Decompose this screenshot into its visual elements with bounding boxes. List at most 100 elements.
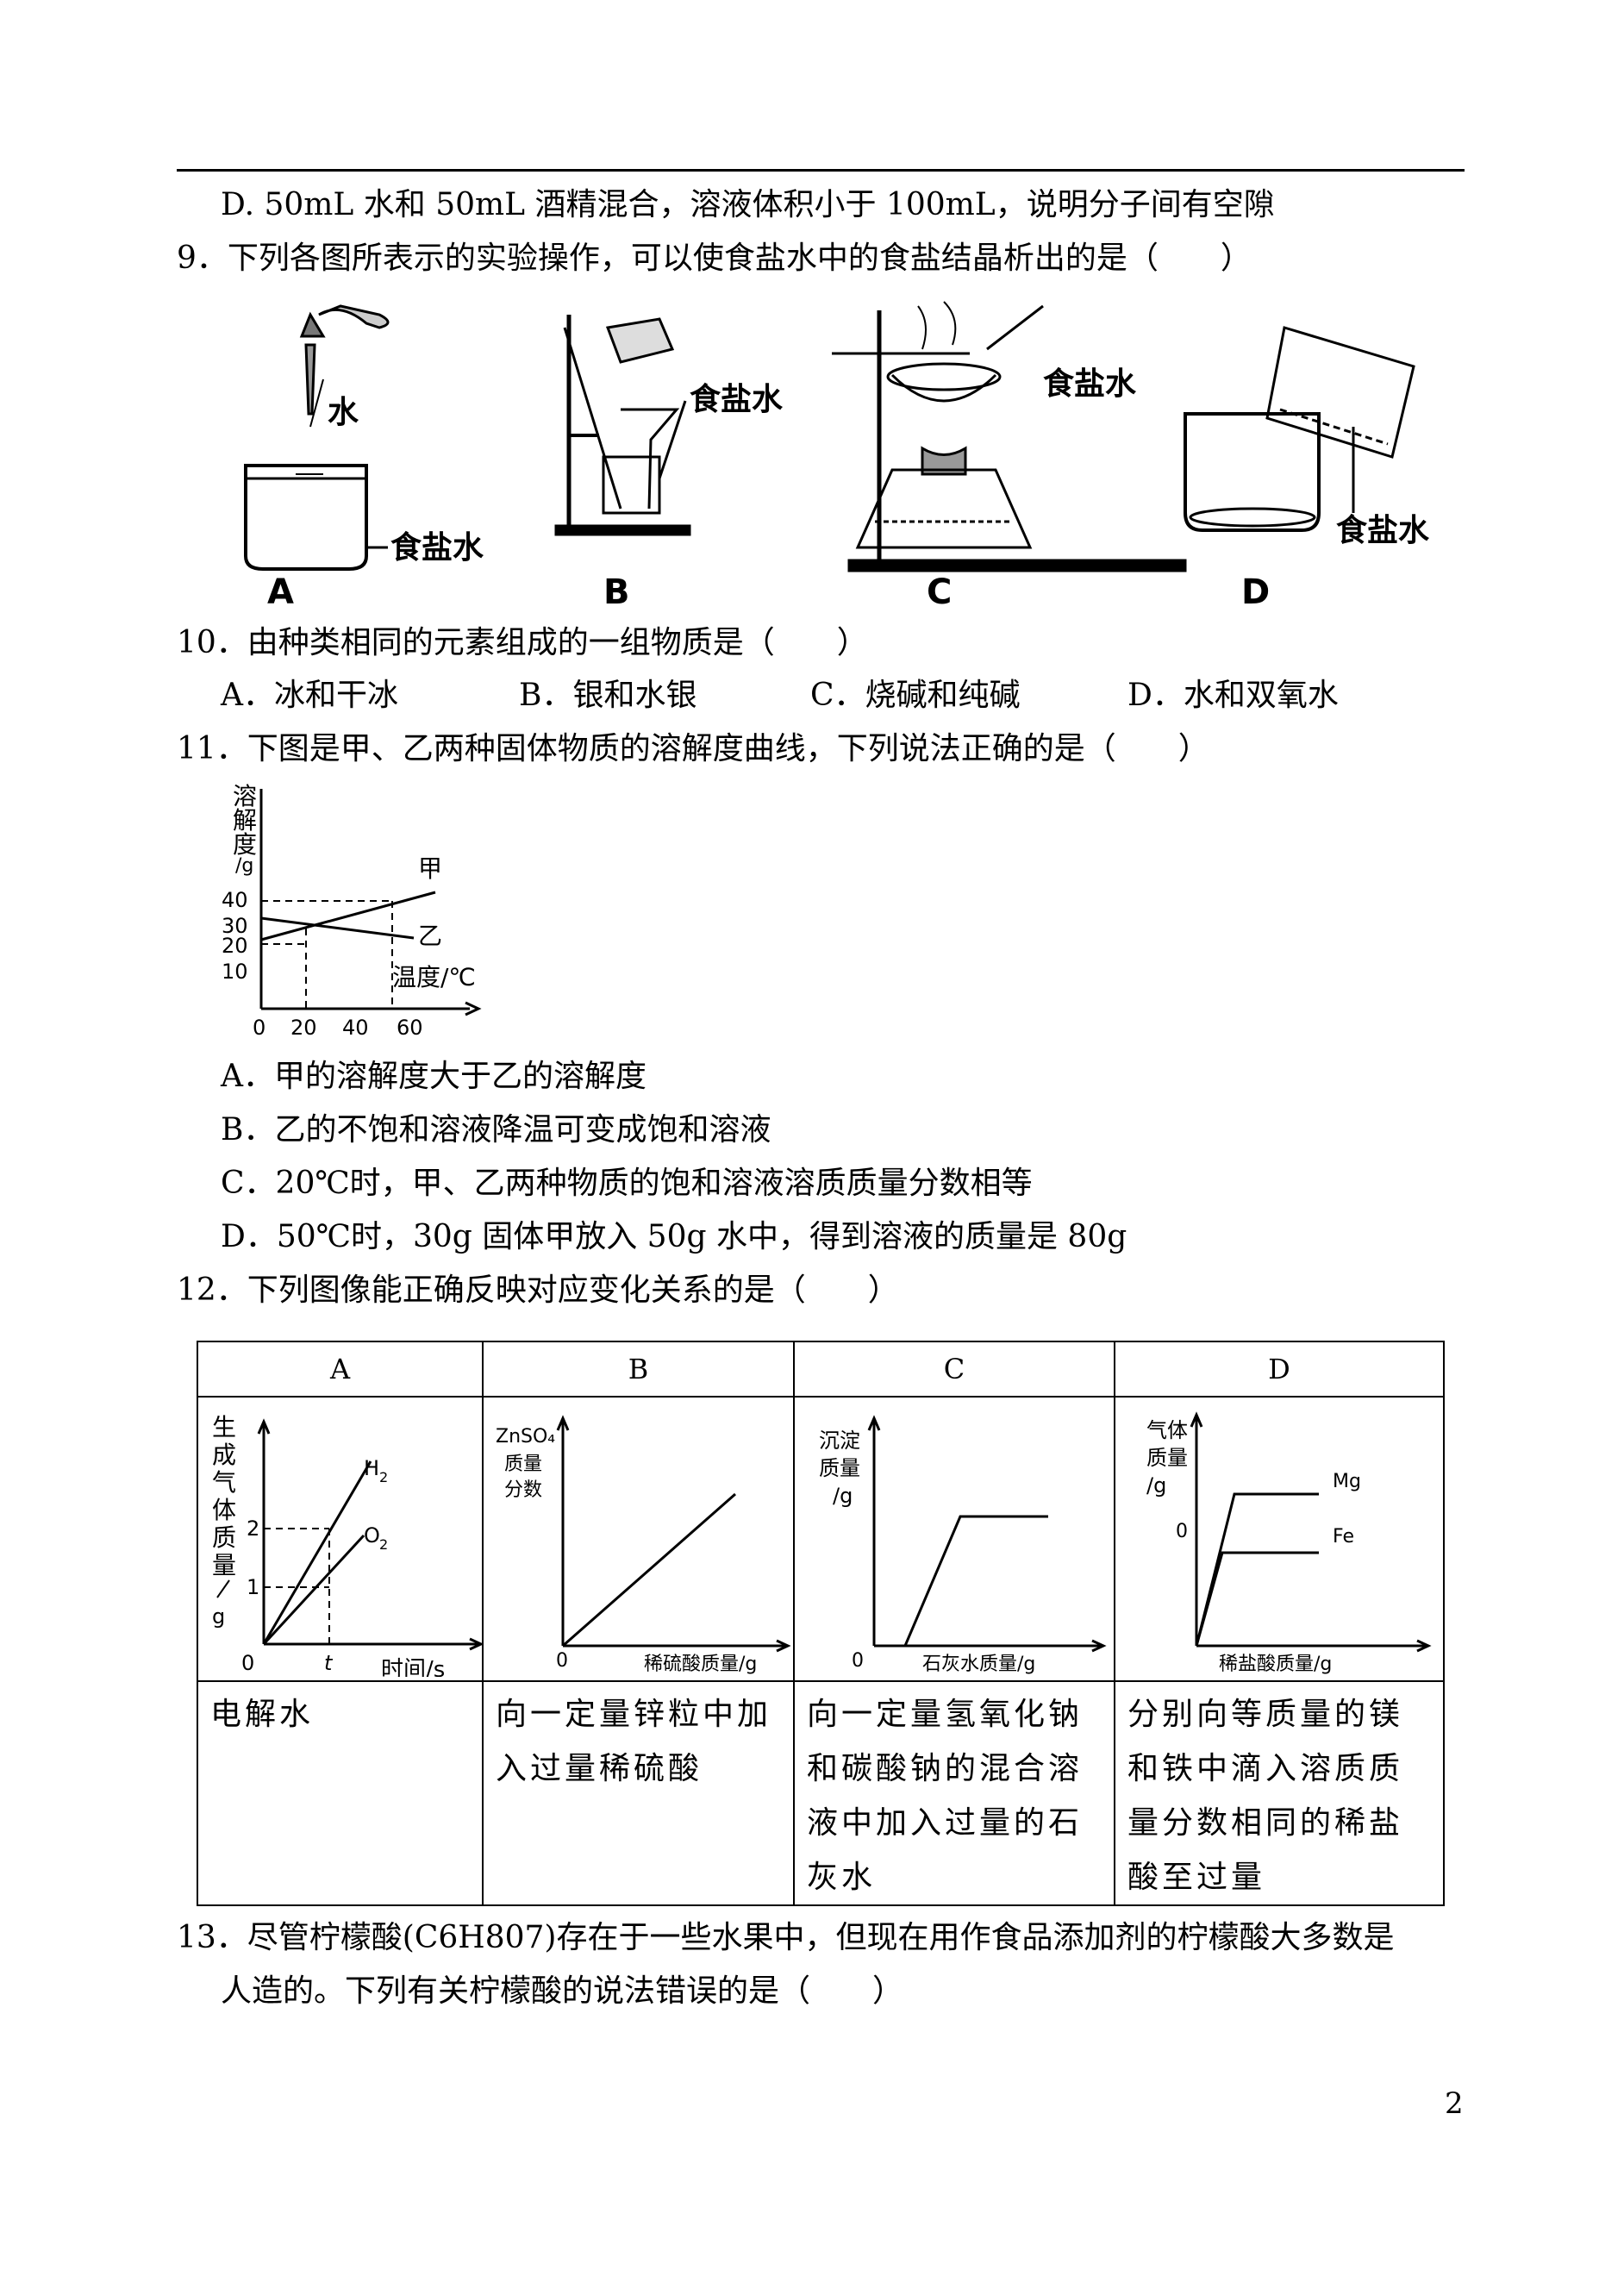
q12-b-xlabel: 稀硫酸质量/g	[644, 1654, 757, 1675]
q9-d-label-saltwater: 食盐水	[1336, 513, 1430, 548]
q12-d-label-fe: Fe	[1333, 1526, 1354, 1548]
q12-a-t: t	[324, 1651, 334, 1675]
q12-c-ylabel-3: /g	[833, 1484, 853, 1508]
q11-series-jia	[260, 891, 436, 941]
q12-d-origin: 0	[1176, 1521, 1188, 1542]
q12-graph-b-cell: ZnSO₄ 质量 分数 0 稀硫酸质量/g	[482, 1396, 795, 1682]
q12-desc-c: 向一定量氢氧化钠和碳酸钠的混合溶液中加入过量的石灰水	[793, 1680, 1115, 1906]
q9-figure-d	[1184, 326, 1415, 532]
q12-d-label-mg: Mg	[1333, 1471, 1361, 1492]
q11-ylabel-1: 溶	[233, 782, 257, 810]
q12-c-ylabel-2: 质量	[819, 1456, 860, 1480]
q12-graph-d: 气体 质量 /g 0 Mg Fe 稀盐酸质量/g	[1146, 1411, 1432, 1675]
svg-text:气: 气	[212, 1468, 236, 1497]
q9-c-label-saltwater: 食盐水	[1043, 366, 1137, 402]
q11-solubility-graph: 溶 解 度 /g 40 30 20 10 0 20 40 60 甲 乙 温度/℃	[222, 782, 482, 1039]
q12-a-h2-sub: 2	[379, 1469, 388, 1485]
q12-header-a: A	[197, 1341, 484, 1398]
q11-ytick-20: 20	[222, 934, 248, 958]
q12-a-o2: O	[364, 1523, 380, 1548]
q11-ylabel-2: 解	[233, 806, 257, 835]
svg-text:量: 量	[212, 1551, 236, 1579]
q12-d-ylabel-1: 气体	[1146, 1418, 1188, 1442]
q9-c-letter: C	[927, 572, 952, 612]
q12-a-h2: H	[364, 1456, 379, 1480]
q11-option-b: B．乙的不饱和溶液降温可变成饱和溶液	[221, 1112, 771, 1148]
svg-text:g: g	[212, 1604, 225, 1629]
q12-stem: 12．下列图像能正确反映对应变化关系的是（ ）	[177, 1273, 899, 1308]
q12-c-origin: 0	[852, 1650, 864, 1672]
q11-option-a: A．甲的溶解度大于乙的溶解度	[221, 1059, 646, 1094]
q12-desc-b: 向一定量锌粒中加入过量稀硫酸	[482, 1680, 795, 1906]
q12-d-xlabel: 稀盐酸质量/g	[1219, 1654, 1332, 1675]
q9-figures: 水 食盐水 A 食盐水 B 食盐水 C 食盐水 D	[244, 301, 1430, 612]
q12-desc-d: 分别向等质量的镁和铁中滴入溶质质量分数相同的稀盐酸至过量	[1114, 1680, 1445, 1906]
q12-a-o2-sub: 2	[379, 1536, 388, 1553]
q11-xtick-60: 60	[397, 1016, 423, 1039]
q9-d-letter: D	[1241, 572, 1270, 612]
header-rule	[177, 169, 1465, 172]
q12-header-b: B	[482, 1341, 795, 1398]
q12-graph-a-cell: 生 成 气 体 质 量 g 2 1 H 2	[197, 1396, 484, 1683]
q11-ytick-10: 10	[222, 960, 248, 984]
q12-header-d: D	[1114, 1341, 1445, 1398]
q11-stem: 11．下图是甲、乙两种固体物质的溶解度曲线，下列说法正确的是（ ）	[177, 731, 1209, 766]
q12-d-ylabel-3: /g	[1146, 1473, 1166, 1498]
q10-option-c: C．烧碱和纯碱	[810, 678, 1021, 713]
q12-c-xlabel: 石灰水质量/g	[922, 1654, 1035, 1675]
q11-ylabel-4: /g	[235, 855, 253, 877]
q12-d-ylabel-2: 质量	[1146, 1446, 1188, 1470]
page-number: 2	[1445, 2086, 1464, 2121]
q9-b-label-saltwater: 食盐水	[690, 382, 784, 417]
q12-a-y1: 1	[247, 1575, 259, 1599]
q12-b-ylabel-2: 质量	[504, 1454, 542, 1475]
q12-graph-a: 生 成 气 体 质 量 g 2 1 H 2	[212, 1413, 484, 1683]
q9-figure-b	[554, 315, 691, 536]
q11-xtick-0: 0	[253, 1016, 265, 1039]
q12-graph-c-cell: 沉淀 质量 /g 0 石灰水质量/g	[793, 1396, 1115, 1682]
q11-xlabel: 温度/℃	[392, 963, 476, 991]
q9-a-letter: A	[267, 572, 294, 612]
q11-label-jia: 甲	[418, 854, 442, 883]
q11-series-yi	[260, 916, 415, 940]
q12-b-origin: 0	[556, 1650, 568, 1672]
q12-c-ylabel-1: 沉淀	[819, 1429, 860, 1453]
q12-a-origin: 0	[241, 1651, 254, 1675]
q10-option-a: A．冰和干冰	[221, 678, 398, 713]
q9-b-letter: B	[603, 572, 630, 612]
svg-text:质: 质	[212, 1523, 236, 1552]
q12-d-series-mg	[1195, 1492, 1319, 1647]
q11-ylabel-3: 度	[233, 830, 257, 859]
q8-option-d: D. 50mL 水和 50mL 酒精混合，溶液体积小于 100mL，说明分子间有…	[221, 187, 1275, 222]
q12-a-y2: 2	[247, 1516, 259, 1541]
q13-line-2: 人造的。下列有关柠檬酸的说法错误的是（ ）	[221, 1973, 904, 2009]
q13-line-1: 13．尽管柠檬酸(C6H807)存在于一些水果中，但现在用作食品添加剂的柠檬酸大…	[177, 1920, 1395, 1955]
q12-b-ylabel-1: ZnSO₄	[496, 1426, 555, 1448]
q9-a-label-water: 水	[328, 395, 359, 430]
q9-figure-c	[832, 301, 1187, 572]
q11-xtick-20: 20	[290, 1016, 317, 1039]
q12-graph-c: 沉淀 质量 /g 0 石灰水质量/g	[819, 1415, 1107, 1675]
q10-option-b: B．银和水银	[519, 678, 697, 713]
q12-table: A B C D 生 成 气 体 质 量 g	[197, 1341, 1445, 1906]
q10-option-d: D．水和双氧水	[1127, 678, 1339, 713]
q11-ytick-40: 40	[222, 888, 248, 912]
svg-text:成: 成	[212, 1441, 236, 1469]
q11-option-d: D．50℃时，30g 固体甲放入 50g 水中，得到溶液的质量是 80g	[221, 1219, 1127, 1254]
q10-stem: 10．由种类相同的元素组成的一组物质是（ ）	[177, 625, 868, 660]
q9-stem: 9．下列各图所表示的实验操作，可以使食盐水中的食盐结晶析出的是（ ）	[177, 241, 1252, 276]
q12-graph-b: ZnSO₄ 质量 分数 0 稀硫酸质量/g	[496, 1415, 791, 1675]
svg-text:体: 体	[212, 1496, 236, 1524]
q11-ytick-30: 30	[222, 914, 248, 938]
svg-text:生: 生	[212, 1413, 236, 1441]
q12-header-c: C	[793, 1341, 1115, 1398]
q11-label-yi: 乙	[418, 922, 442, 950]
q12-b-ylabel-3: 分数	[504, 1479, 542, 1501]
q12-a-xlabel: 时间/s	[381, 1657, 445, 1677]
q12-d-series-fe	[1195, 1551, 1319, 1647]
q9-a-label-saltwater: 食盐水	[390, 530, 484, 566]
q11-option-c: C．20℃时，甲、乙两种物质的饱和溶液溶质质量分数相等	[221, 1166, 1033, 1201]
q12-desc-a: 电解水	[197, 1680, 484, 1906]
q9-figure-a	[244, 304, 390, 571]
q12-graph-d-cell: 气体 质量 /g 0 Mg Fe 稀盐酸质量/g	[1114, 1396, 1445, 1682]
